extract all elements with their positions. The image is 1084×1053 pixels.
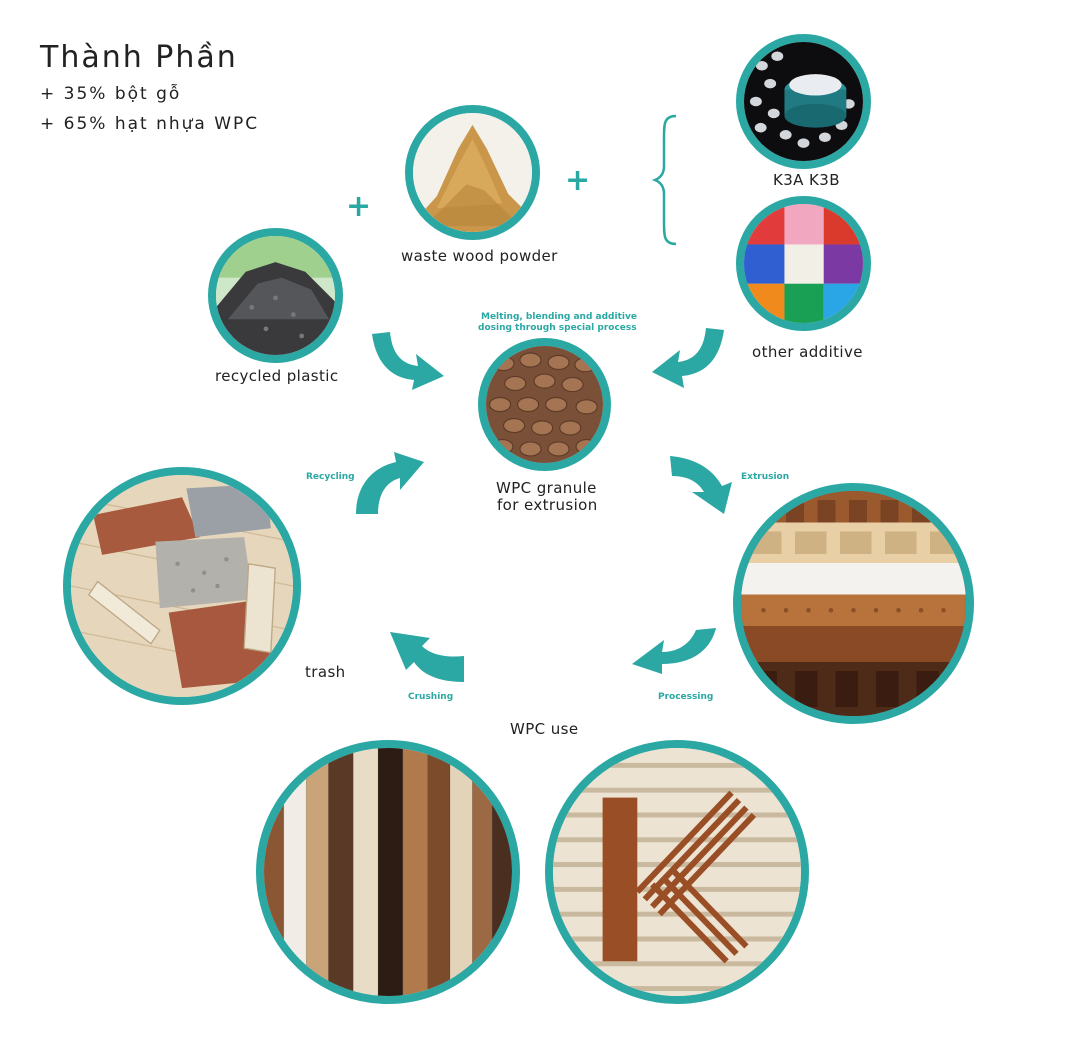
processing-arrow-icon	[632, 628, 716, 674]
plus-sign-left: +	[346, 189, 372, 224]
k-logo-wall-image	[545, 740, 809, 1004]
wpc-granule-image	[478, 338, 611, 471]
trash-label: trash	[305, 663, 346, 681]
extrusion-arrow-icon	[670, 456, 732, 514]
wood-powder-image	[405, 105, 540, 240]
extruded-profiles-image	[733, 483, 974, 724]
crushing-arrow-icon	[390, 632, 464, 682]
process-text-line1: Melting, blending and additive	[481, 312, 637, 322]
extrusion-label: Extrusion	[741, 472, 790, 482]
recycling-label: Recycling	[306, 472, 355, 482]
heading-line-resin: + 65% hạt nhựa WPC	[40, 114, 260, 134]
resin-granules-image	[736, 34, 871, 169]
crushing-label: Crushing	[408, 692, 454, 702]
process-text-line2: dosing through special process	[478, 323, 637, 333]
wpc-granule-label-line2: for extrusion	[497, 496, 598, 514]
brace-icon	[652, 114, 677, 246]
recycled-plastic-label: recycled plastic	[215, 367, 339, 385]
additive-label: other additive	[752, 343, 863, 361]
wpc-granule-label-line1: WPC granule	[496, 479, 597, 497]
recycled-plastic-image	[208, 228, 343, 363]
curved-arrow-icon-right-in	[652, 328, 724, 388]
plus-sign-right: +	[565, 163, 591, 198]
processing-label: Processing	[658, 692, 714, 702]
heading-title: Thành Phần	[40, 40, 238, 75]
resin-label: K3A K3B	[773, 171, 840, 189]
wpc-use-label: WPC use	[510, 720, 579, 738]
curved-arrow-icon-left-in	[372, 332, 444, 390]
trash-image	[63, 467, 301, 705]
wpc-panels-image	[256, 740, 520, 1004]
additive-image	[736, 196, 871, 331]
heading-line-wood: + 35% bột gỗ	[40, 84, 182, 104]
recycling-arrow-icon	[356, 452, 424, 514]
wood-powder-label: waste wood powder	[401, 247, 558, 265]
